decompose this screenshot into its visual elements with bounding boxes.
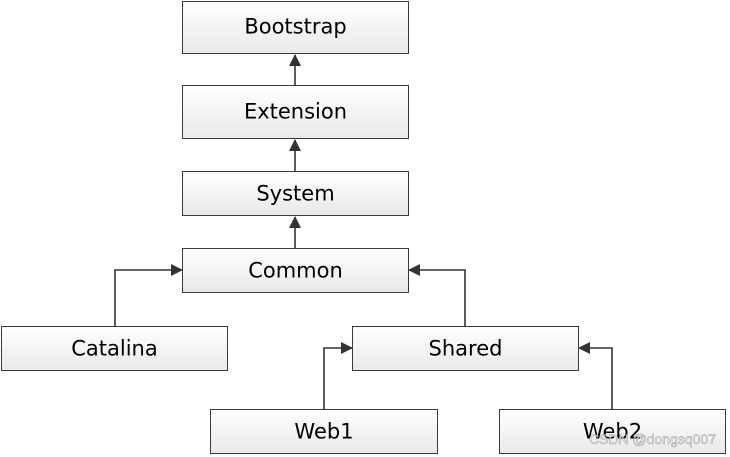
edge-catalina-to-common bbox=[114, 264, 183, 326]
node-web2-label: Web2 bbox=[583, 420, 642, 444]
node-system: System bbox=[182, 171, 409, 216]
node-catalina-box bbox=[1, 326, 228, 371]
edges bbox=[114, 54, 613, 409]
node-web1: Web1 bbox=[210, 409, 438, 454]
edge-web1-to-shared bbox=[323, 342, 353, 409]
node-extension-box bbox=[182, 85, 409, 139]
node-catalina: Catalina bbox=[1, 326, 228, 371]
node-bootstrap: Bootstrap bbox=[182, 1, 409, 54]
node-shared-label: Shared bbox=[429, 337, 503, 361]
node-bootstrap-box bbox=[182, 1, 409, 54]
node-common-label: Common bbox=[248, 259, 343, 283]
node-common: Common bbox=[182, 248, 409, 293]
csdn-watermark: CSDN @dongsq007 bbox=[589, 431, 716, 447]
node-web2: Web2 bbox=[499, 409, 726, 454]
edge-web2-to-shared bbox=[578, 342, 613, 409]
node-web1-box bbox=[210, 409, 438, 454]
edge-shared-to-common bbox=[408, 264, 466, 326]
node-bootstrap-label: Bootstrap bbox=[244, 15, 346, 39]
node-extension-label: Extension bbox=[244, 100, 347, 124]
node-web1-label: Web1 bbox=[294, 420, 353, 444]
node-shared: Shared bbox=[352, 326, 579, 371]
node-web2-box bbox=[499, 409, 726, 454]
node-extension: Extension bbox=[182, 85, 409, 139]
node-common-box bbox=[182, 248, 409, 293]
node-system-label: System bbox=[256, 182, 334, 206]
node-catalina-label: Catalina bbox=[71, 337, 157, 361]
node-system-box bbox=[182, 171, 409, 216]
node-shared-box bbox=[352, 326, 579, 371]
